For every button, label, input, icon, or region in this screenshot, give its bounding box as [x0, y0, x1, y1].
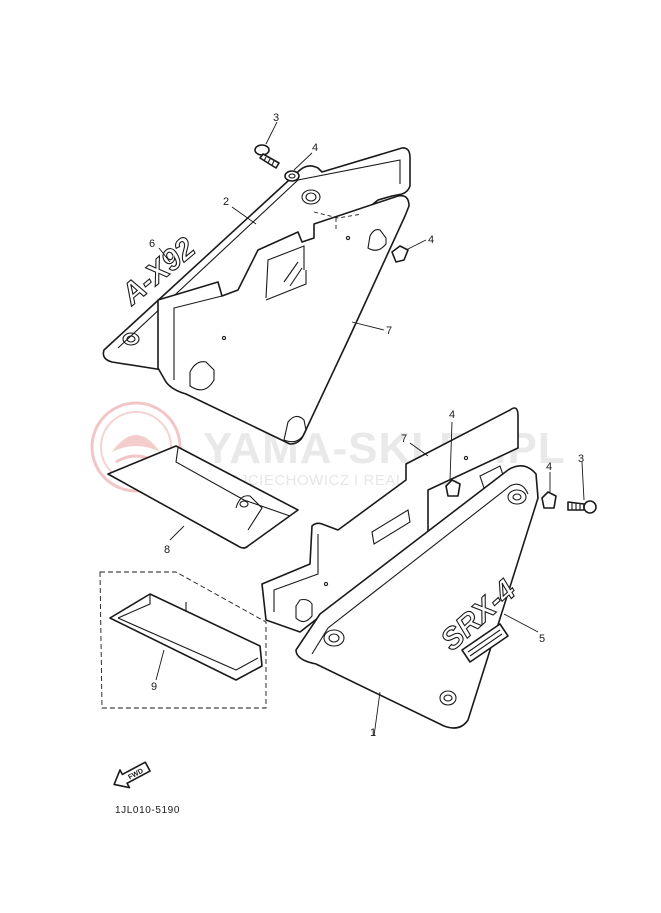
bolt-lower-right: [567, 500, 597, 514]
forward-arrow-icon: FWD: [113, 761, 151, 789]
bolt-icon: [254, 144, 280, 169]
callout-3-right: 3: [578, 453, 584, 465]
callout-4-top: 4: [312, 142, 318, 154]
part-7-inner-panel-lower: [261, 407, 519, 633]
grommet-upper-right: [391, 245, 409, 263]
callout-4-mid: 4: [449, 409, 455, 421]
part-9-bracket-group: [99, 571, 267, 709]
part-8-plate: [107, 445, 299, 549]
callout-9: 9: [151, 681, 157, 693]
grommet-right: [541, 491, 557, 509]
callout-5: 5: [539, 633, 545, 645]
part-1-side-cover: [295, 465, 539, 729]
callout-7-upper: 7: [386, 325, 392, 337]
washer-icon: [284, 170, 300, 182]
callout-6: 6: [149, 238, 155, 250]
callout-1: 1: [370, 727, 376, 739]
part-7-inner-panel-upper: [157, 194, 410, 445]
callout-7-lower: 7: [401, 433, 407, 445]
callout-3-top: 3: [273, 112, 279, 124]
callout-labels: 3 4 2 6 4 7 4 7 4 3 5 1 8 9: [149, 112, 584, 739]
callout-2: 2: [223, 196, 229, 208]
callout-4-upper-right: 4: [428, 234, 434, 246]
diagram-code: 1JL010-5190: [115, 805, 180, 816]
part-5-emblem: [461, 623, 509, 663]
callout-8: 8: [164, 544, 170, 556]
grommet-mid: [445, 479, 461, 497]
callout-4-right: 4: [546, 461, 552, 473]
watermark-subtitle: WOJCIECHOWICZ I REALIZACJA: [213, 472, 459, 489]
leader-lines: [155, 121, 585, 737]
